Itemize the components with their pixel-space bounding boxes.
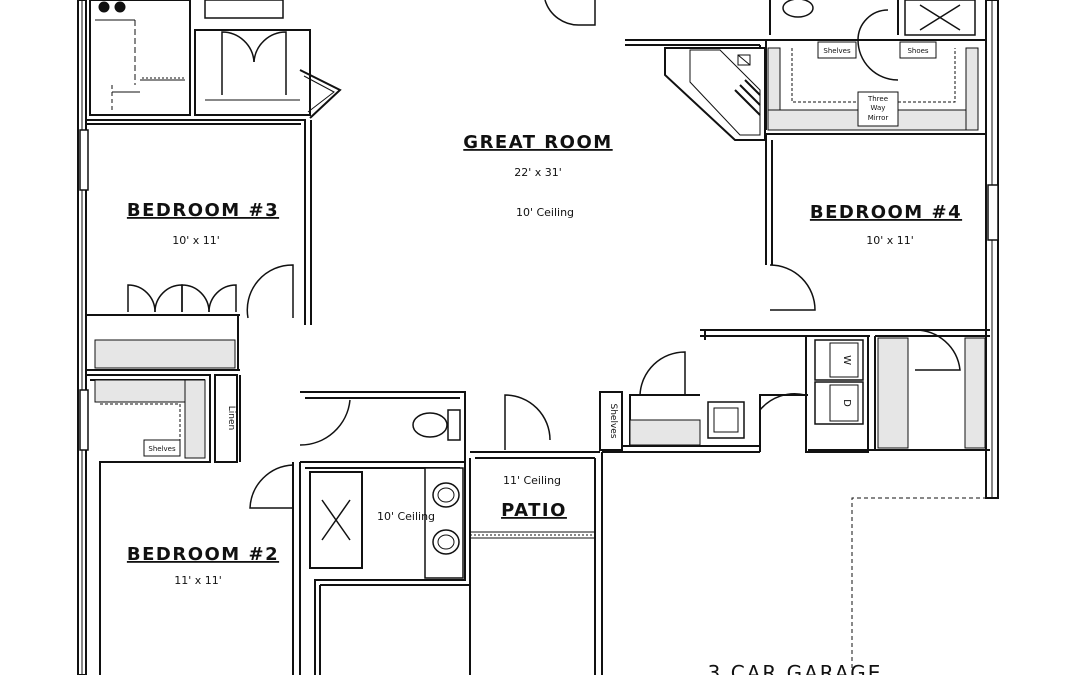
bedroom-4-window [987,184,999,241]
hall-shelves [599,391,623,451]
shelves-box-bed2 [143,439,181,457]
three-label: Three [867,95,888,103]
fixtures [309,339,864,579]
kitchen-island [204,0,284,19]
bath-2-toilet-icon [412,412,448,438]
bedroom-4-door [769,264,816,311]
kitchen-counter [89,0,191,116]
bedroom-4-closet-door [914,329,961,371]
bedroom-4-title: BEDROOM #4 [810,202,962,223]
patio-rail [470,531,595,539]
pantry-door-left [221,31,255,95]
master-closet-door [857,39,899,81]
linen-closet [214,374,238,463]
shelves-label-hall: Shelves [608,403,618,438]
bedroom-4-size: 10' x 11' [866,234,914,247]
way-label: Way [871,104,886,112]
great-room-size: 22' x 31' [514,166,562,179]
bedroom-3-door [246,264,294,319]
hall-door [639,351,686,396]
bedroom-3-window [79,129,89,191]
patio-door [504,394,551,450]
shoes-box [899,41,937,59]
bedroom-2-door [249,464,294,509]
shelves-label-bed2: Shelves [148,445,176,453]
bedroom-2-title: BEDROOM #2 [127,544,279,565]
stove-burner-icon [114,1,126,13]
dryer-label: D [841,399,852,407]
bedroom-2-window [79,389,89,451]
bath-2-door [299,399,351,446]
laundry-door [759,393,806,411]
shelving [94,41,986,459]
bath-2-vanity [424,467,464,579]
shelves-label-master: Shelves [823,47,851,55]
three-way-mirror [857,91,899,127]
linen-label: Linen [226,406,236,430]
sink-icon [437,534,455,550]
pantry [194,29,311,116]
shelves-box-master [817,41,857,59]
bedroom-2-size: 11' x 11' [174,574,222,587]
kitchen-area [89,0,342,119]
bedroom-3-title: BEDROOM #3 [127,200,279,221]
great-room-title: GREAT ROOM [463,132,612,153]
sink-icon [437,487,455,503]
shoes-label: Shoes [907,47,928,55]
bedroom-3-size: 10' x 11' [172,234,220,247]
garage-title: 3 CAR GARAGE [708,661,883,675]
entry-door [544,0,596,26]
washer-label: W [841,355,852,365]
patio-ceiling: 11' Ceiling [503,474,561,487]
stove-burner-icon [98,1,110,13]
master-toilet-icon [782,0,814,18]
bath-2-ceiling: 10' Ceiling [377,510,435,523]
great-room-ceiling: 10' Ceiling [516,206,574,219]
garage-door-outline [851,497,986,675]
pantry-door-right [253,31,287,95]
mirror-label: Mirror [868,114,889,122]
patio-title: PATIO [501,500,567,521]
